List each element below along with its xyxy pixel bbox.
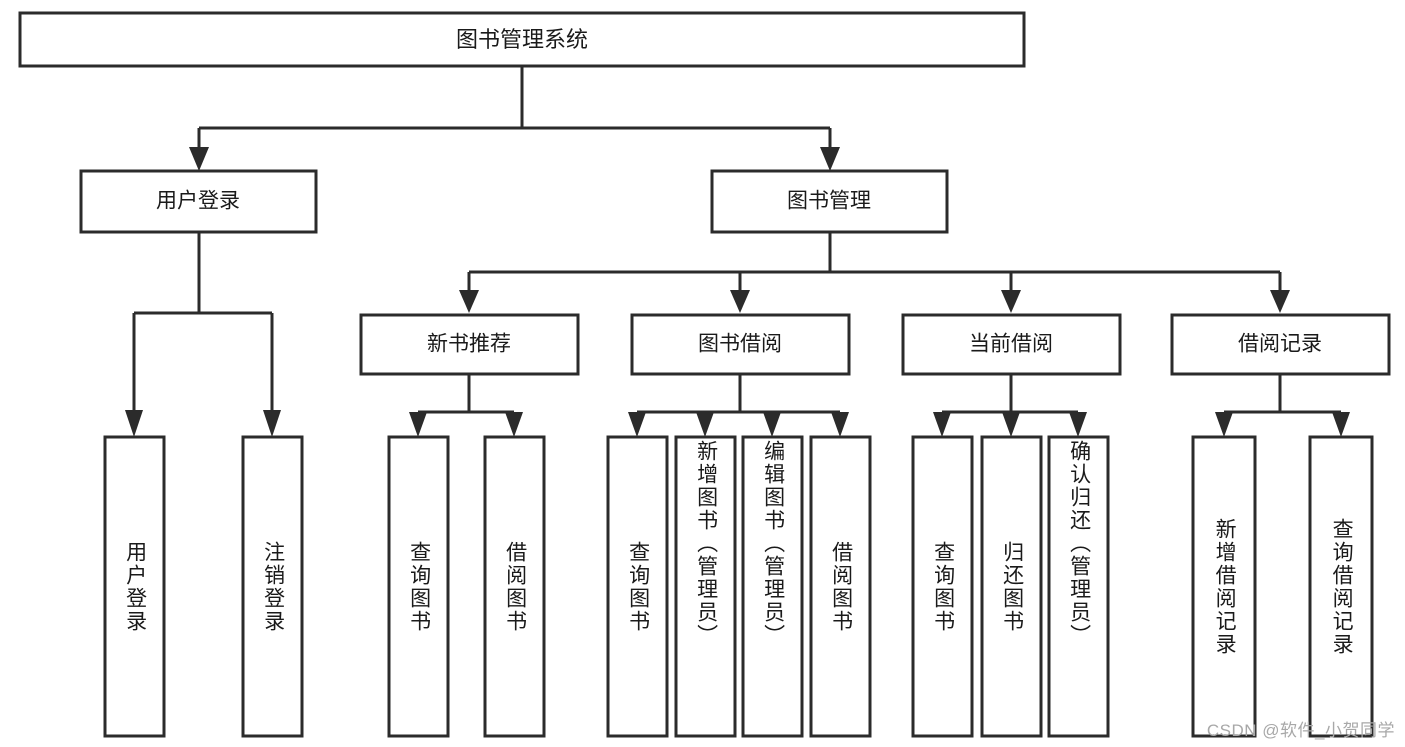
arrowhead-book-borrow bbox=[730, 290, 750, 313]
leaf-box-cb-return-book[interactable] bbox=[980, 435, 1043, 738]
arrowhead-bb-leaf-1 bbox=[628, 412, 646, 437]
leaf-box-bb-query-book[interactable] bbox=[606, 435, 669, 738]
arrowhead-borrow-record bbox=[1270, 290, 1290, 313]
leaf-box-br-add-record[interactable] bbox=[1191, 435, 1257, 738]
arrowhead-cb-leaf-2 bbox=[1002, 412, 1020, 437]
arrowhead-br-leaf-1 bbox=[1215, 412, 1233, 437]
node-root-label: 图书管理系统 bbox=[456, 27, 588, 52]
arrowhead-bb-leaf-2 bbox=[696, 412, 714, 437]
leaf-box-cb-confirm-return[interactable] bbox=[1047, 435, 1110, 738]
connector-group bbox=[125, 66, 1350, 437]
leaf-box-br-query-record[interactable] bbox=[1308, 435, 1374, 738]
arrowhead-bb-leaf-4 bbox=[831, 412, 849, 437]
node-book-borrow-box[interactable] bbox=[630, 313, 851, 376]
leaf-box-logout[interactable] bbox=[241, 435, 304, 738]
node-new-book-recommend-box[interactable] bbox=[359, 313, 580, 376]
arrowhead-new-book bbox=[459, 290, 479, 313]
arrowhead-leaf-logout bbox=[263, 410, 281, 437]
leaf-box-bb-edit-book[interactable] bbox=[741, 435, 804, 738]
node-book-borrow[interactable]: 图书借阅 bbox=[630, 313, 851, 376]
node-current-borrow-box[interactable] bbox=[901, 313, 1122, 376]
leaf-box-user-login[interactable] bbox=[103, 435, 166, 738]
node-root[interactable]: 图书管理系统 bbox=[18, 11, 1026, 68]
node-borrow-record-label: 借阅记录 bbox=[1238, 333, 1322, 356]
node-user-login[interactable]: 用户登录 bbox=[79, 169, 318, 234]
arrowhead-leaf-user-login bbox=[125, 410, 143, 437]
leaf-box-cb-query-book[interactable] bbox=[911, 435, 974, 738]
node-borrow-record[interactable]: 借阅记录 bbox=[1170, 313, 1391, 376]
arrowhead-book-mgmt bbox=[820, 147, 840, 171]
leaf-box-bb-add-book[interactable] bbox=[674, 435, 737, 738]
leaf-box-group bbox=[103, 435, 1374, 738]
arrowhead-cb-leaf-3 bbox=[1069, 412, 1087, 437]
watermark-text: CSDN @软件_小贺同学 bbox=[1206, 721, 1395, 740]
node-book-management[interactable]: 图书管理 bbox=[710, 169, 949, 234]
node-user-login-label: 用户登录 bbox=[156, 190, 240, 213]
arrowhead-nb-leaf-1 bbox=[409, 412, 427, 437]
node-borrow-record-box[interactable] bbox=[1170, 313, 1391, 376]
node-new-book-recommend-label: 新书推荐 bbox=[427, 333, 511, 356]
node-book-management-label: 图书管理 bbox=[787, 190, 871, 213]
arrowhead-nb-leaf-2 bbox=[505, 412, 523, 437]
node-current-borrow[interactable]: 当前借阅 bbox=[901, 313, 1122, 376]
node-current-borrow-label: 当前借阅 bbox=[969, 333, 1053, 356]
leaf-box-bb-borrow-book[interactable] bbox=[809, 435, 872, 738]
arrowhead-user-login bbox=[189, 147, 209, 171]
node-new-book-recommend[interactable]: 新书推荐 bbox=[359, 313, 580, 376]
arrowhead-br-leaf-2 bbox=[1332, 412, 1350, 437]
node-book-management-box[interactable] bbox=[710, 169, 949, 234]
arrowhead-current-borrow bbox=[1001, 290, 1021, 313]
node-user-login-box[interactable] bbox=[79, 169, 318, 234]
arrowhead-cb-leaf-1 bbox=[933, 412, 951, 437]
leaf-box-nb-borrow-book[interactable] bbox=[483, 435, 546, 738]
node-book-borrow-label: 图书借阅 bbox=[698, 333, 782, 356]
leaf-box-nb-query-book[interactable] bbox=[387, 435, 450, 738]
arrowhead-bb-leaf-3 bbox=[763, 412, 781, 437]
node-root-box[interactable] bbox=[18, 11, 1026, 68]
